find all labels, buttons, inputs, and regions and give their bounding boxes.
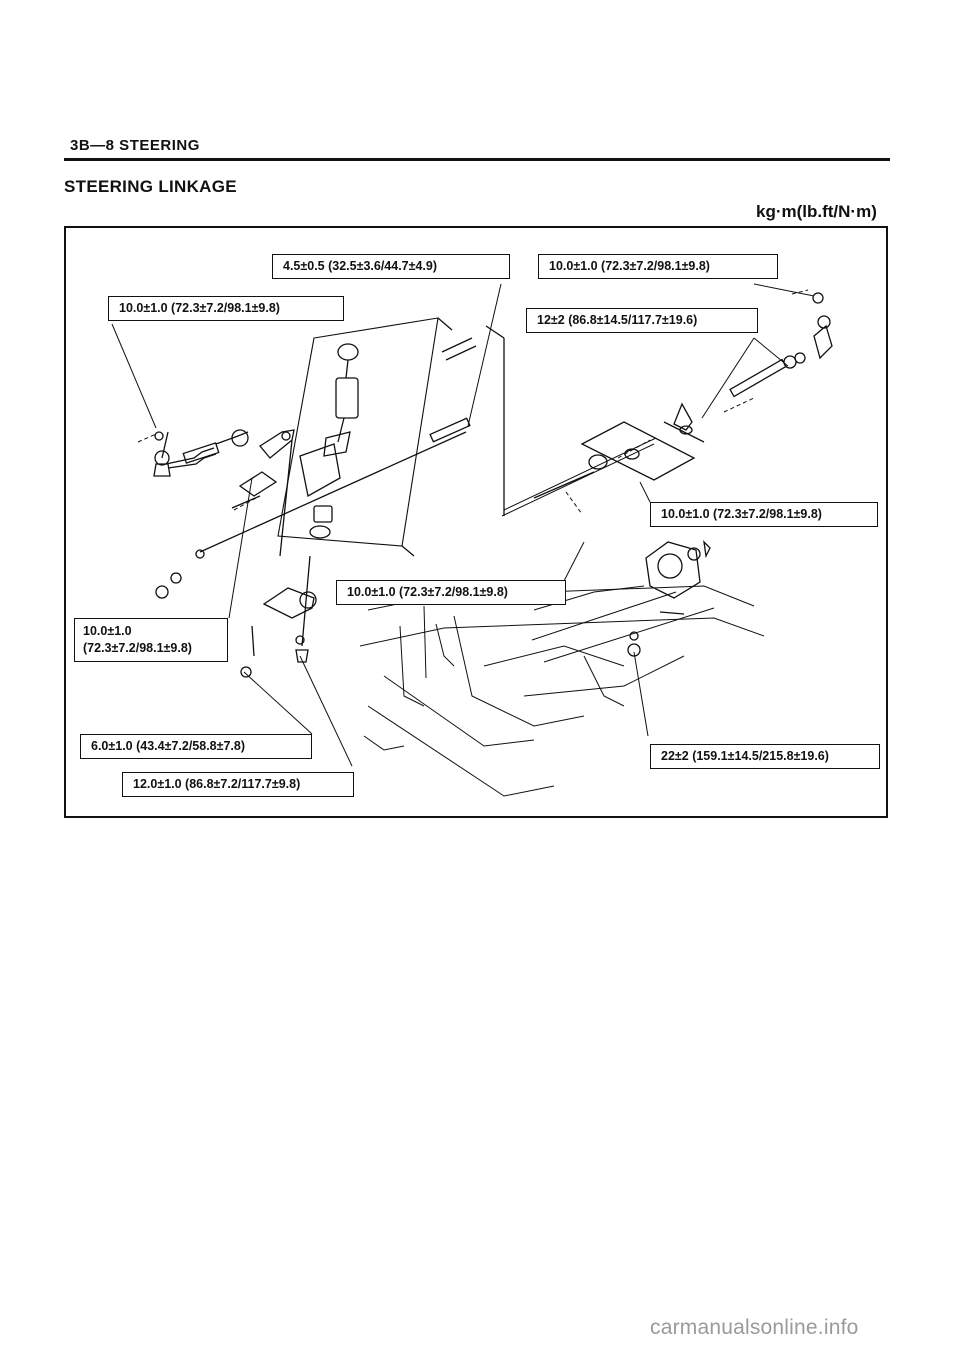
torque-callout-10-two-line: 10.0±1.0 (72.3±7.2/98.1±9.8) bbox=[74, 618, 228, 662]
torque-callout-22: 22±2 (159.1±14.5/215.8±19.6) bbox=[650, 744, 880, 769]
torque-callout-10-center: 10.0±1.0 (72.3±7.2/98.1±9.8) bbox=[336, 580, 566, 605]
leader-lines bbox=[111, 283, 815, 767]
torque-callout-4-5: 4.5±0.5 (32.5±3.6/44.7±4.9) bbox=[272, 254, 510, 279]
page-header: 3B—8 STEERING bbox=[70, 137, 200, 154]
torque-callout-line1: 10.0±1.0 bbox=[83, 624, 132, 638]
torque-callout-10-top-right: 10.0±1.0 (72.3±7.2/98.1±9.8) bbox=[538, 254, 778, 279]
pitman-arm bbox=[240, 555, 317, 678]
torque-units: kg·m(lb.ft/N·m) bbox=[756, 202, 877, 221]
watermark-footer: carmanualsonline.info bbox=[650, 1316, 859, 1339]
section-title: STEERING LINKAGE bbox=[64, 177, 237, 196]
center-link bbox=[485, 292, 833, 516]
idler-arm bbox=[238, 429, 295, 557]
torque-callout-line2: (72.3±7.2/98.1±9.8) bbox=[83, 641, 192, 655]
left-tie-rod-end bbox=[153, 431, 217, 477]
right-tie-rod bbox=[501, 421, 696, 517]
torque-callout-12-bottom: 12.0±1.0 (86.8±7.2/117.7±9.8) bbox=[122, 772, 354, 797]
diagram-frame bbox=[64, 226, 888, 818]
loose-bolts bbox=[155, 495, 261, 599]
torque-callout-12: 12±2 (86.8±14.5/117.7±19.6) bbox=[526, 308, 758, 333]
dashed-guides bbox=[137, 289, 809, 515]
torque-callout-10-right-mid: 10.0±1.0 (72.3±7.2/98.1±9.8) bbox=[650, 502, 878, 527]
left-adjuster-sleeve bbox=[182, 429, 249, 464]
steering-shaft-box bbox=[277, 317, 453, 557]
header-rule bbox=[64, 158, 890, 161]
steering-gear-box bbox=[627, 540, 711, 657]
torque-callout-10-left: 10.0±1.0 (72.3±7.2/98.1±9.8) bbox=[108, 296, 344, 321]
through-bolt bbox=[195, 337, 477, 559]
torque-callout-6: 6.0±1.0 (43.4±7.2/58.8±7.8) bbox=[80, 734, 312, 759]
